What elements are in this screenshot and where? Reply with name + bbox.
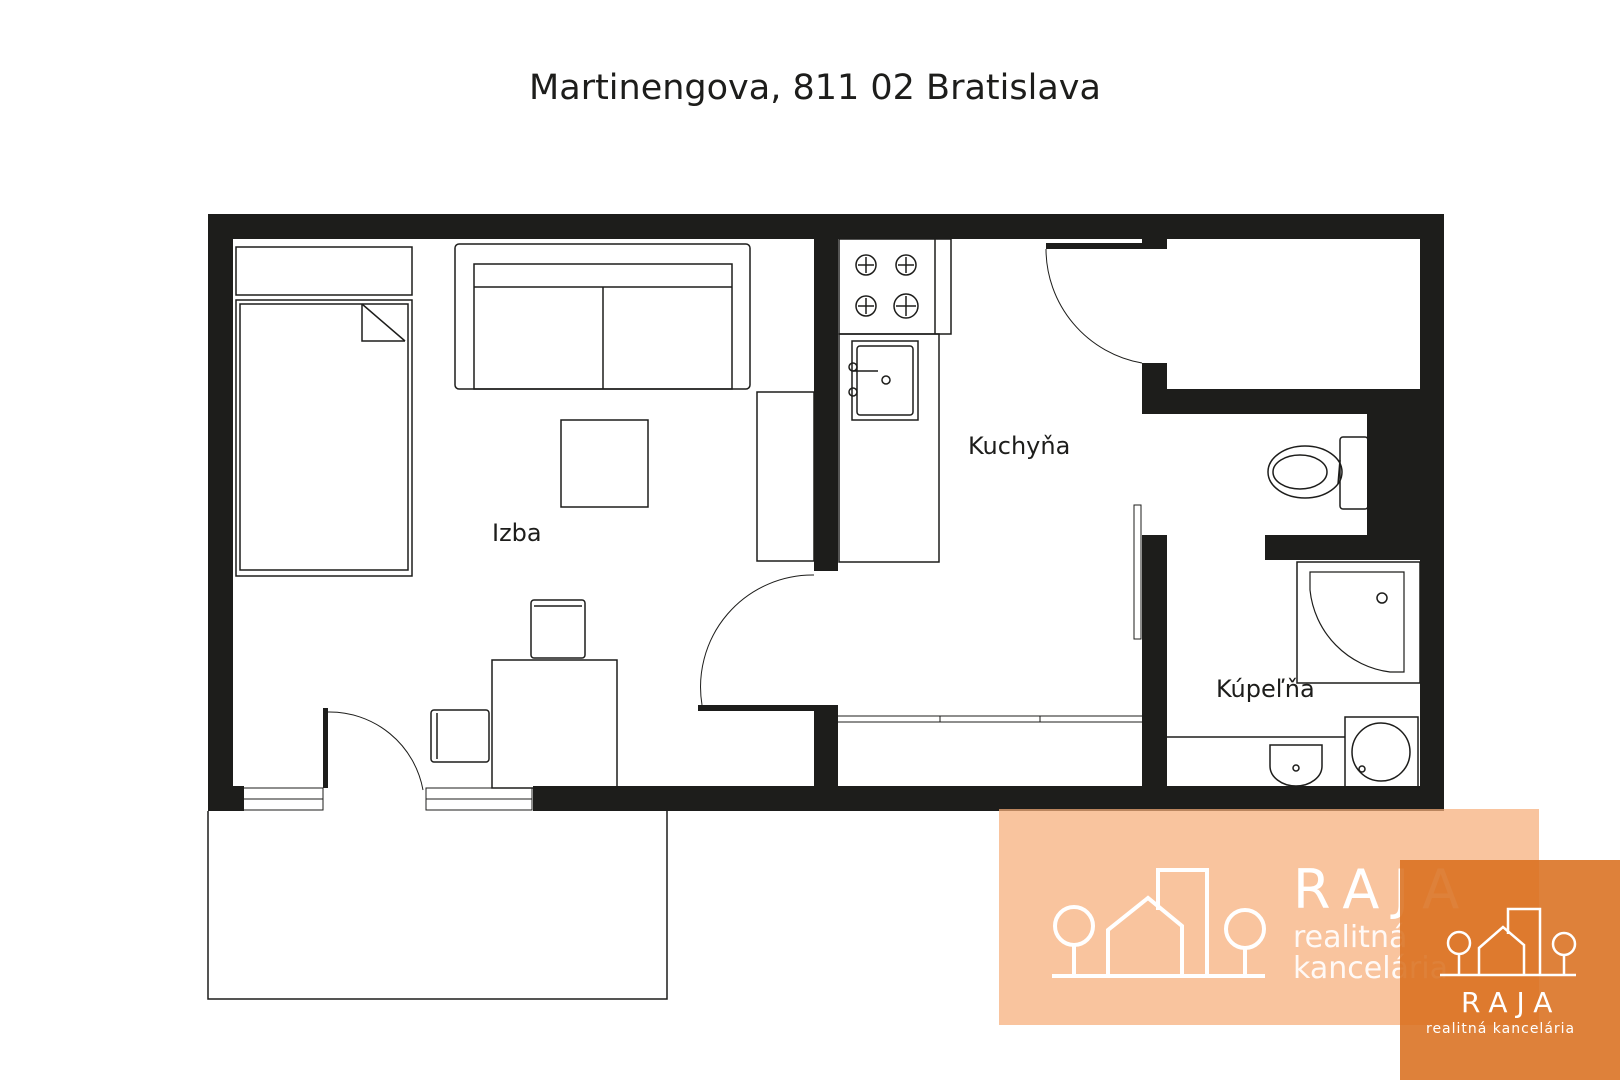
chair-top — [530, 599, 586, 659]
coffee-table — [560, 419, 649, 508]
chair-left — [430, 709, 490, 763]
watermark-tagline-line1: realitná — [1293, 920, 1407, 955]
room-label-bathroom: Kúpeľňa — [1216, 675, 1315, 703]
sofa — [454, 243, 751, 390]
walls — [208, 214, 1444, 811]
sliding-wardrobe — [838, 715, 1142, 723]
bed — [235, 246, 413, 577]
stove — [838, 238, 952, 335]
page-title: Martinengova, 811 02 Bratislava — [529, 68, 1101, 108]
bathroom-door — [1133, 504, 1142, 640]
furniture — [207, 238, 1421, 1000]
watermark-dark-brand: RAJA — [1461, 986, 1561, 1019]
room-label-izba: Izba — [492, 519, 542, 547]
shower — [1296, 561, 1421, 684]
room-label-kitchen: Kuchyňa — [968, 432, 1070, 460]
watermark-dark-panel — [1400, 860, 1620, 1080]
raja-logo-icon — [1052, 868, 1266, 978]
washbasin — [1167, 736, 1345, 787]
washing-machine — [1344, 716, 1419, 788]
entry-door — [242, 711, 533, 811]
toilet — [1267, 436, 1369, 510]
balcony — [207, 811, 668, 1000]
wardrobe — [756, 391, 815, 562]
desk — [491, 659, 618, 789]
kitchen-counter — [838, 333, 940, 563]
room-door — [700, 574, 815, 706]
watermark-dark-tagline: realitná kancelária — [1426, 1021, 1575, 1037]
raja-logo-small-icon — [1440, 907, 1577, 977]
watermark-dark: RAJA realitná kancelária — [1400, 860, 1620, 1080]
kitchen-sink — [848, 340, 919, 421]
kitchen-door — [1045, 248, 1143, 364]
